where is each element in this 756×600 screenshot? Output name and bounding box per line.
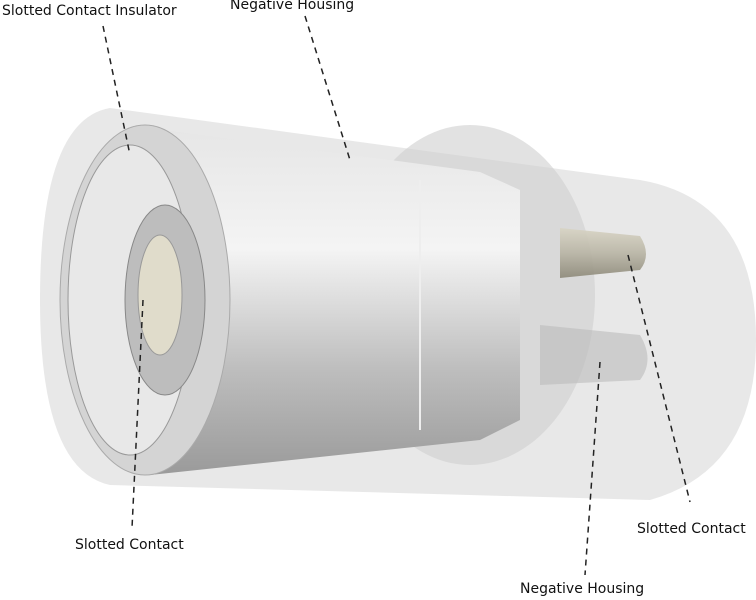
leader-lines bbox=[102, 15, 691, 576]
label-slotted-contact-left: Slotted Contact bbox=[75, 537, 184, 553]
rear-pin bbox=[560, 228, 646, 278]
label-slotted-contact-insulator: Slotted Contact Insulator bbox=[2, 3, 177, 19]
label-slotted-contact-right: Slotted Contact bbox=[637, 521, 746, 537]
rear-shadow-pin bbox=[540, 325, 648, 385]
slotted-contact-socket bbox=[137, 234, 183, 356]
label-negative-housing-bottom: Negative Housing bbox=[520, 581, 645, 597]
main-cylinder bbox=[150, 128, 520, 475]
label-negative-housing-top: Negative Housing bbox=[230, 0, 355, 13]
